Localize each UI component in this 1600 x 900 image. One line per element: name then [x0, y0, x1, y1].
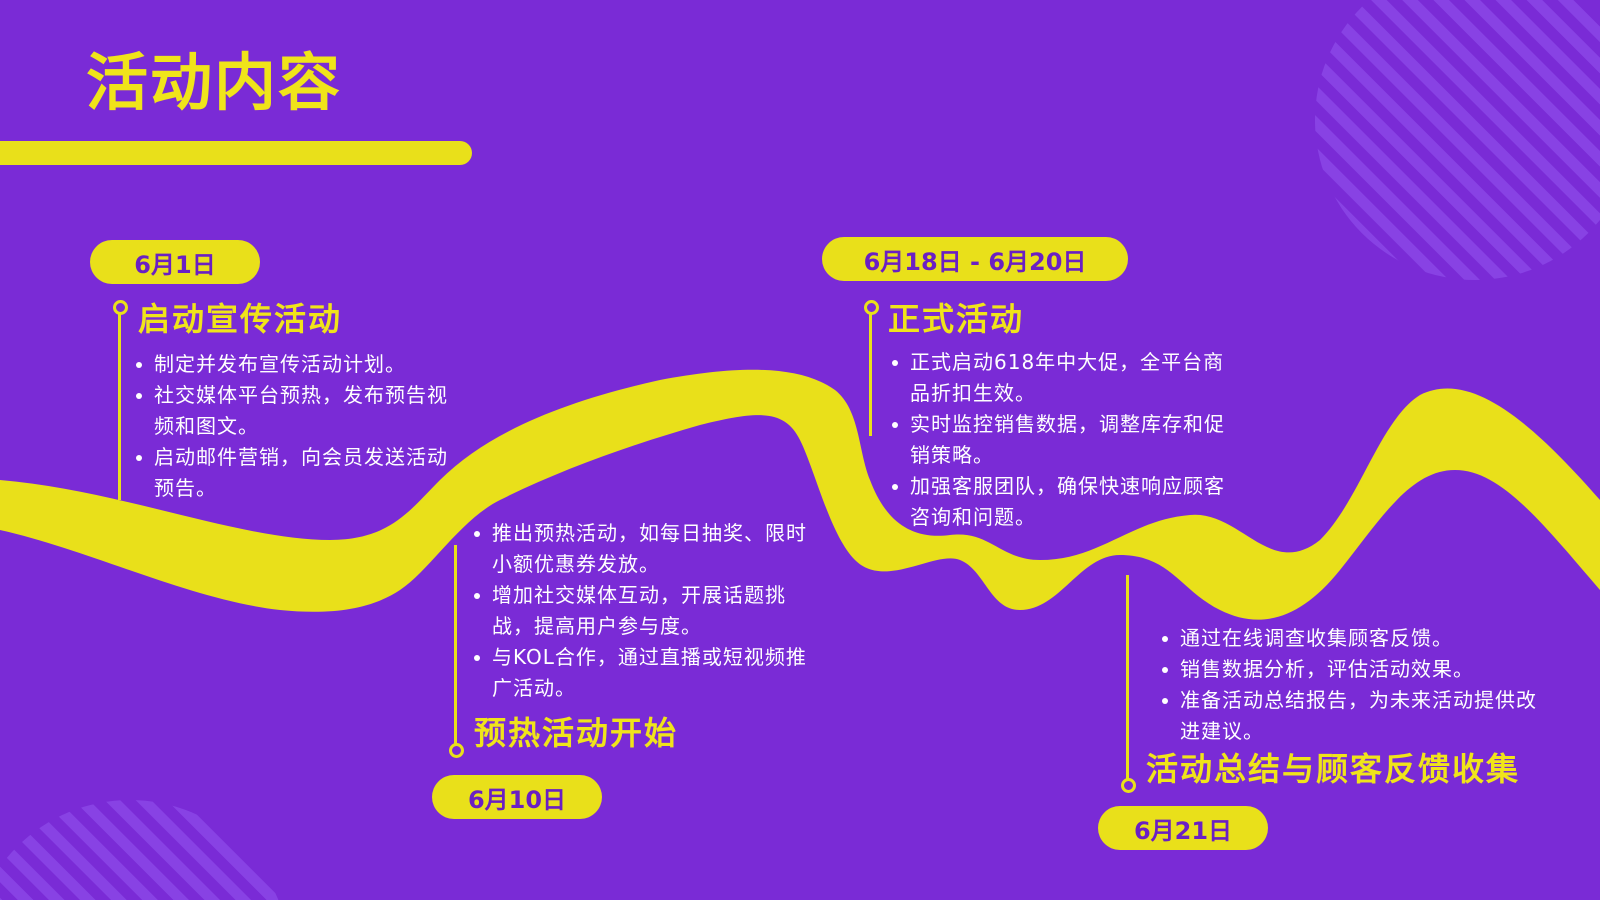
stage-list-4: 通过在线调查收集顾客反馈。 销售数据分析，评估活动效果。 准备活动总结报告，为未…: [1158, 623, 1538, 747]
list-item: 社交媒体平台预热，发布预告视频和图文。: [132, 380, 462, 442]
timeline-dot-stage-2: [449, 743, 464, 758]
striped-circle-decoration-bottom-left: [0, 800, 290, 900]
stage-heading-2: 预热活动开始: [474, 714, 679, 752]
stage-list-3: 正式启动618年中大促，全平台商品折扣生效。 实时监控销售数据，调整库存和促销策…: [888, 347, 1238, 533]
timeline-connector-stage-3: [869, 306, 872, 436]
date-label: 6月18日 - 6月20日: [863, 247, 1087, 276]
list-item: 启动邮件营销，向会员发送活动预告。: [132, 442, 462, 504]
date-label: 6月21日: [1133, 816, 1233, 845]
timeline-connector-stage-2: [454, 545, 457, 745]
date-badge-stage-1: 6月1日: [90, 240, 260, 284]
list-item: 实时监控销售数据，调整库存和促销策略。: [888, 409, 1238, 471]
date-badge-stage-4: 6月21日: [1098, 806, 1268, 850]
timeline-dot-stage-4: [1121, 778, 1136, 793]
timeline-dot-stage-3: [864, 300, 879, 315]
list-item: 增加社交媒体互动，开展话题挑战，提高用户参与度。: [470, 580, 820, 642]
list-item: 制定并发布宣传活动计划。: [132, 349, 462, 380]
list-item: 加强客服团队，确保快速响应顾客咨询和问题。: [888, 471, 1238, 533]
timeline-dot-stage-1: [113, 300, 128, 315]
date-badge-stage-2: 6月10日: [432, 775, 602, 819]
list-item: 推出预热活动，如每日抽奖、限时小额优惠券发放。: [470, 518, 820, 580]
stage-list-2: 推出预热活动，如每日抽奖、限时小额优惠券发放。 增加社交媒体互动，开展话题挑战，…: [470, 518, 820, 704]
date-label: 6月1日: [134, 250, 216, 279]
list-item: 通过在线调查收集顾客反馈。: [1158, 623, 1538, 654]
timeline-connector-stage-1: [118, 306, 121, 500]
page-title: 活动内容: [86, 46, 343, 119]
stage-heading-3: 正式活动: [888, 300, 1025, 338]
list-item: 正式启动618年中大促，全平台商品折扣生效。: [888, 347, 1238, 409]
date-label: 6月10日: [467, 785, 567, 814]
list-item: 销售数据分析，评估活动效果。: [1158, 654, 1538, 685]
title-underline-bar: [0, 141, 472, 165]
date-badge-stage-3: 6月18日 - 6月20日: [822, 237, 1128, 281]
stage-heading-4: 活动总结与顾客反馈收集: [1146, 750, 1521, 788]
list-item: 与KOL合作，通过直播或短视频推广活动。: [470, 642, 820, 704]
stage-heading-1: 启动宣传活动: [138, 300, 343, 338]
stage-list-1: 制定并发布宣传活动计划。 社交媒体平台预热，发布预告视频和图文。 启动邮件营销，…: [132, 349, 462, 504]
timeline-connector-stage-4: [1126, 575, 1129, 783]
striped-circle-decoration-top-right: [1315, 0, 1600, 280]
list-item: 准备活动总结报告，为未来活动提供改进建议。: [1158, 685, 1538, 747]
